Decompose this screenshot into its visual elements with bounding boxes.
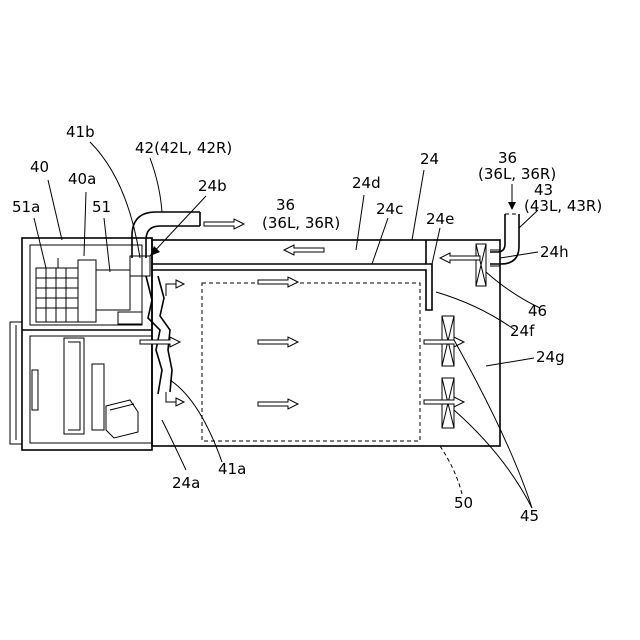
label-41a: 41a (218, 460, 246, 478)
label-24b: 24b (198, 177, 227, 195)
left-unit-40 (10, 238, 152, 450)
filter-51a (36, 258, 78, 322)
label-24h: 24h (540, 243, 569, 261)
duct-41a (146, 276, 172, 394)
label-45: 45 (520, 507, 539, 525)
label-46: 46 (528, 302, 547, 320)
label-24: 24 (420, 150, 439, 168)
label-24c: 24c (376, 200, 403, 218)
label-36-top-a: 36 (276, 196, 295, 214)
label-40: 40 (30, 158, 49, 176)
fan-46 (476, 244, 486, 286)
label-24e: 24e (426, 210, 454, 228)
labels: 41b 42(42L, 42R) 40 40a 51a 51 24b 36 (3… (12, 123, 602, 525)
label-41b: 41b (66, 123, 95, 141)
duct-42 (130, 212, 200, 276)
label-24a: 24a (172, 474, 200, 492)
label-24g: 24g (536, 348, 565, 366)
label-51: 51 (92, 198, 111, 216)
label-36-top-b: (36L, 36R) (262, 214, 340, 232)
interior-50 (202, 283, 420, 441)
main-case-24 (152, 214, 519, 446)
label-24f: 24f (510, 322, 535, 340)
label-43-b: (43L, 43R) (524, 197, 602, 215)
label-24d: 24d (352, 174, 381, 192)
label-40a: 40a (68, 170, 96, 188)
label-50: 50 (454, 494, 473, 512)
label-51a: 51a (12, 198, 40, 216)
label-42: 42(42L, 42R) (135, 139, 232, 157)
